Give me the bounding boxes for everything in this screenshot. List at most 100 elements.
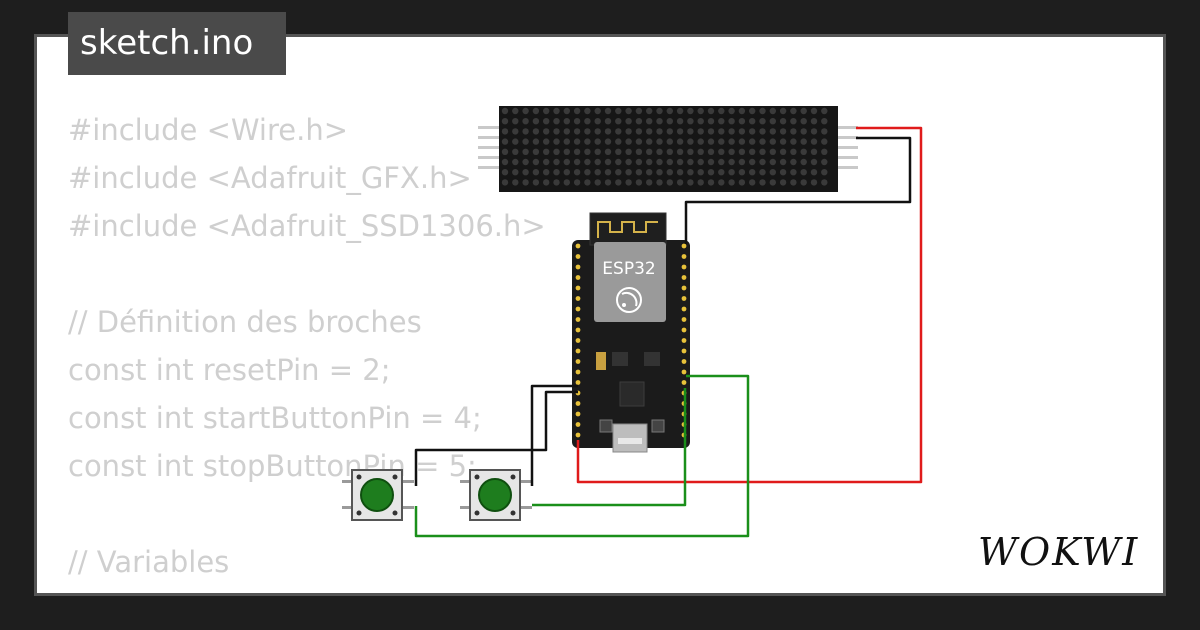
matrix-led	[553, 148, 560, 155]
matrix-led	[666, 158, 673, 166]
header-pin[interactable]	[575, 380, 581, 385]
header-pin[interactable]	[575, 338, 581, 343]
matrix-led	[553, 158, 560, 166]
header-pin[interactable]	[575, 306, 581, 312]
matrix-led	[769, 148, 776, 155]
matrix-led	[790, 107, 797, 115]
matrix-led	[687, 107, 694, 115]
matrix-led	[604, 158, 612, 166]
matrix-led	[584, 107, 591, 115]
matrix-led	[604, 148, 612, 155]
header-pin[interactable]	[575, 296, 581, 301]
header-pin[interactable]	[681, 254, 687, 259]
matrix-led	[501, 169, 509, 176]
header-pin[interactable]	[575, 348, 581, 354]
led-matrix-display[interactable]	[478, 106, 858, 192]
matrix-led	[697, 169, 704, 176]
matrix-led	[790, 118, 797, 125]
matrix-led	[522, 179, 529, 186]
matrix-led	[573, 128, 581, 135]
matrix-led	[800, 158, 807, 166]
header-pin[interactable]	[575, 264, 581, 270]
matrix-led	[646, 128, 653, 135]
matrix-led	[573, 169, 581, 176]
matrix-led	[666, 138, 673, 145]
matrix-led	[656, 179, 663, 186]
esp32-board[interactable]: ESP32	[572, 212, 690, 453]
matrix-led	[697, 118, 704, 125]
wire-green-button-left[interactable]	[414, 374, 750, 538]
matrix-led	[759, 179, 766, 186]
matrix-led	[532, 179, 540, 186]
code-line: const int resetPin = 2;	[68, 353, 391, 387]
en-button[interactable]	[599, 419, 613, 433]
header-pin[interactable]	[681, 306, 687, 312]
matrix-led	[738, 128, 746, 135]
header-pin[interactable]	[575, 243, 581, 249]
matrix-led	[625, 158, 632, 166]
header-pin[interactable]	[575, 411, 581, 417]
matrix-led	[790, 128, 797, 135]
matrix-led	[543, 138, 550, 145]
matrix-led	[604, 169, 612, 176]
matrix-led	[687, 128, 694, 135]
matrix-led	[790, 138, 797, 145]
header-pin[interactable]	[681, 369, 687, 375]
header-pin[interactable]	[575, 422, 581, 427]
header-pin[interactable]	[681, 275, 687, 280]
wire-black-button-left[interactable]	[414, 390, 578, 486]
wire-green-button-right[interactable]	[532, 388, 687, 507]
header-pin[interactable]	[575, 432, 581, 438]
code-line: // Définition des broches	[68, 305, 422, 339]
matrix-led	[604, 138, 612, 145]
matrix-led	[522, 138, 529, 145]
matrix-led	[697, 128, 704, 135]
matrix-led	[635, 179, 643, 186]
matrix-led	[687, 179, 694, 186]
header-pin[interactable]	[575, 285, 581, 291]
matrix-led	[635, 107, 643, 115]
matrix-led	[615, 138, 622, 145]
matrix-led	[821, 138, 828, 145]
matrix-led	[543, 158, 550, 166]
header-pin[interactable]	[575, 327, 581, 333]
matrix-led	[676, 148, 684, 155]
matrix-led	[501, 128, 509, 135]
file-tab[interactable]: sketch.ino	[68, 12, 286, 75]
header-pin[interactable]	[575, 369, 581, 375]
matrix-led	[810, 118, 818, 125]
header-pin[interactable]	[575, 359, 581, 364]
matrix-led	[800, 138, 807, 145]
matrix-led	[790, 158, 797, 166]
push-button-right[interactable]	[460, 469, 532, 521]
push-button-left[interactable]	[342, 469, 414, 521]
header-pin[interactable]	[681, 338, 687, 343]
header-pin[interactable]	[681, 380, 687, 385]
header-pin[interactable]	[681, 348, 687, 354]
wire-red[interactable]	[576, 126, 923, 484]
matrix-led	[707, 158, 715, 166]
header-pin[interactable]	[681, 317, 687, 322]
matrix-led	[563, 118, 570, 125]
header-pin[interactable]	[575, 401, 581, 406]
matrix-led	[707, 118, 715, 125]
header-pin[interactable]	[575, 254, 581, 259]
matrix-led	[676, 138, 684, 145]
matrix-led	[779, 128, 787, 135]
header-pin[interactable]	[575, 275, 581, 280]
code-line: #include <Wire.h>	[68, 113, 349, 147]
header-pin[interactable]	[681, 327, 687, 333]
matrix-led	[728, 118, 735, 125]
header-pin[interactable]	[681, 243, 687, 249]
header-pin[interactable]	[681, 296, 687, 301]
wire-black-button-right[interactable]	[530, 384, 578, 486]
matrix-led	[625, 169, 632, 176]
matrix-led	[697, 148, 704, 155]
header-pin[interactable]	[575, 317, 581, 322]
header-pin[interactable]	[681, 359, 687, 364]
header-pin[interactable]	[681, 285, 687, 291]
boot-button[interactable]	[651, 419, 665, 433]
wire-black-display[interactable]	[684, 136, 912, 244]
header-pin[interactable]	[681, 264, 687, 270]
matrix-led	[625, 107, 632, 115]
